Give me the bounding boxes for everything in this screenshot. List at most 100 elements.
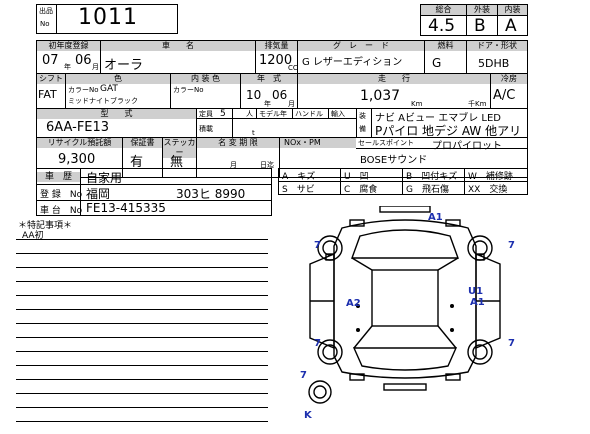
- year-model-year-unit: 年: [264, 100, 271, 108]
- year-model-header: 年 式: [241, 74, 297, 84]
- import-header: 輸入: [331, 110, 345, 118]
- lot-label-top: 出品: [39, 7, 53, 15]
- displacement: 1200: [259, 53, 293, 68]
- car-name: オーラ: [104, 58, 144, 73]
- legend-w: W 補修跡: [468, 172, 513, 182]
- name-change-header: 名 変 期 限: [197, 138, 279, 148]
- shift: FAT: [38, 88, 57, 101]
- history-label: 車 歴: [37, 172, 80, 182]
- selling-point-label: セールスポイント: [358, 139, 414, 147]
- lot-label-bottom: No: [40, 20, 50, 28]
- equipment-label-2: 備: [359, 125, 366, 133]
- mileage-unit-thousand-km: 千Km: [468, 100, 487, 108]
- recycle: 9,300: [58, 152, 96, 167]
- name-change-day-unit: 日迄: [260, 161, 274, 169]
- handle-header: ハンドル: [295, 110, 323, 118]
- score-exterior-header: 外装: [467, 5, 497, 15]
- chassis-number: FE13-415335: [86, 201, 166, 215]
- capacity-header: 定員: [199, 110, 213, 118]
- door-shape-header: ドア・形状: [467, 41, 527, 51]
- sticker-header: ステッカー: [163, 138, 196, 158]
- legend-g: G 飛石傷: [406, 185, 450, 195]
- lot-box: [36, 4, 178, 34]
- label-right-side-2: A1: [470, 297, 485, 308]
- first-reg-year-unit: 年: [64, 63, 71, 71]
- score-exterior: B: [474, 16, 486, 36]
- mileage-unit-km: Km: [411, 100, 423, 108]
- shift-header: シフト: [37, 74, 65, 84]
- warranty-header: 保証書: [123, 138, 162, 148]
- year-model-year: 10: [246, 88, 262, 102]
- label-spare-k: K: [304, 410, 313, 421]
- mileage-header: 走 行: [298, 74, 490, 84]
- year-model-month-unit: 月: [288, 100, 295, 108]
- model: 6AA-FE13: [46, 120, 110, 135]
- label-right-side-1: U1: [468, 286, 483, 297]
- door-shape: 5DHB: [478, 57, 510, 70]
- interior-color-no-label: カラーNo: [173, 86, 204, 94]
- first-reg-header: 初年度登録: [37, 41, 100, 51]
- model-header: 型 式: [37, 109, 196, 119]
- history-table: [36, 168, 272, 216]
- selling-point-2: BOSEサウンド: [360, 155, 428, 166]
- sticker: 無: [170, 155, 184, 170]
- first-reg-month: 06: [75, 53, 92, 68]
- first-reg-year: 07: [42, 53, 59, 68]
- label-spare: 7: [300, 370, 307, 381]
- label-wheel-fl: 7: [314, 240, 321, 251]
- model-year-header: モデル年: [259, 110, 287, 118]
- recycle-header: リサイクル預託額: [37, 138, 122, 148]
- color-name: ミッドナイトブラック: [68, 97, 138, 105]
- ac: A/C: [493, 88, 516, 103]
- label-wheel-rl: 7: [314, 338, 321, 349]
- chassis-label: 車 台 No: [40, 206, 83, 216]
- color-header: 色: [66, 74, 170, 84]
- load-unit: t: [252, 129, 255, 137]
- car-diagram: A1 A2 U1 A1 7 7 7 7 7 K: [300, 206, 515, 421]
- first-reg-month-unit: 月: [92, 63, 99, 71]
- lot-number: 1011: [78, 5, 138, 30]
- registration-number: 303ヒ 8990: [176, 187, 246, 201]
- registration-label: 登 録 No: [40, 190, 83, 200]
- capacity: 5: [220, 109, 226, 119]
- color-no-label: カラーNo: [68, 86, 99, 94]
- displacement-header: 排気量: [256, 41, 297, 51]
- selling-point-1: プロパイロット: [432, 141, 502, 152]
- main-table: [36, 40, 528, 178]
- legend-b: B 凹付キズ: [406, 172, 458, 182]
- equipment-line-2: Pパイロ 地デジ AW 他アリ: [375, 124, 522, 138]
- score-box: [420, 4, 528, 36]
- label-wheel-rr: 7: [508, 338, 515, 349]
- label-wheel-fr: 7: [508, 240, 515, 251]
- capacity-unit: 人: [246, 110, 253, 118]
- label-left-side: A2: [346, 298, 361, 309]
- warranty: 有: [130, 155, 144, 170]
- ac-header: 冷房: [491, 74, 527, 84]
- legend-xx: XX 交換: [468, 185, 508, 195]
- name-change-month-unit: 月: [230, 161, 237, 169]
- registration-area: 福岡: [86, 187, 111, 201]
- label-roof-front: A1: [428, 212, 443, 223]
- grade-header: グ レ ー ド: [298, 41, 424, 51]
- interior-color-header: 内 装 色: [171, 74, 240, 84]
- car-name-header: 車 名: [101, 41, 255, 51]
- fuel: G: [432, 56, 442, 70]
- legend-u: U 凹: [344, 172, 369, 182]
- load-label: 積載: [199, 125, 213, 133]
- legend-s: S サビ: [282, 185, 315, 195]
- grade: G レザーエディション: [302, 57, 403, 68]
- legend-a: A キズ: [282, 172, 316, 182]
- mileage: 1,037: [360, 88, 401, 104]
- history-value: 自家用: [86, 171, 123, 185]
- color-no: GAT: [100, 84, 118, 94]
- score-interior-header: 内装: [498, 5, 527, 15]
- legend-c: C 腐食: [344, 185, 378, 195]
- notes-header: ＊特記事項＊: [18, 221, 73, 231]
- notes-text: AA初: [22, 231, 44, 241]
- year-model-month: 06: [272, 88, 288, 102]
- fuel-header: 燃料: [425, 41, 466, 51]
- equipment-line-1: ナビ Aビュー エマブレ LED: [375, 113, 501, 124]
- displacement-unit: CC: [288, 64, 298, 72]
- score-interior: A: [505, 16, 517, 36]
- equipment-label-1: 装: [359, 112, 366, 120]
